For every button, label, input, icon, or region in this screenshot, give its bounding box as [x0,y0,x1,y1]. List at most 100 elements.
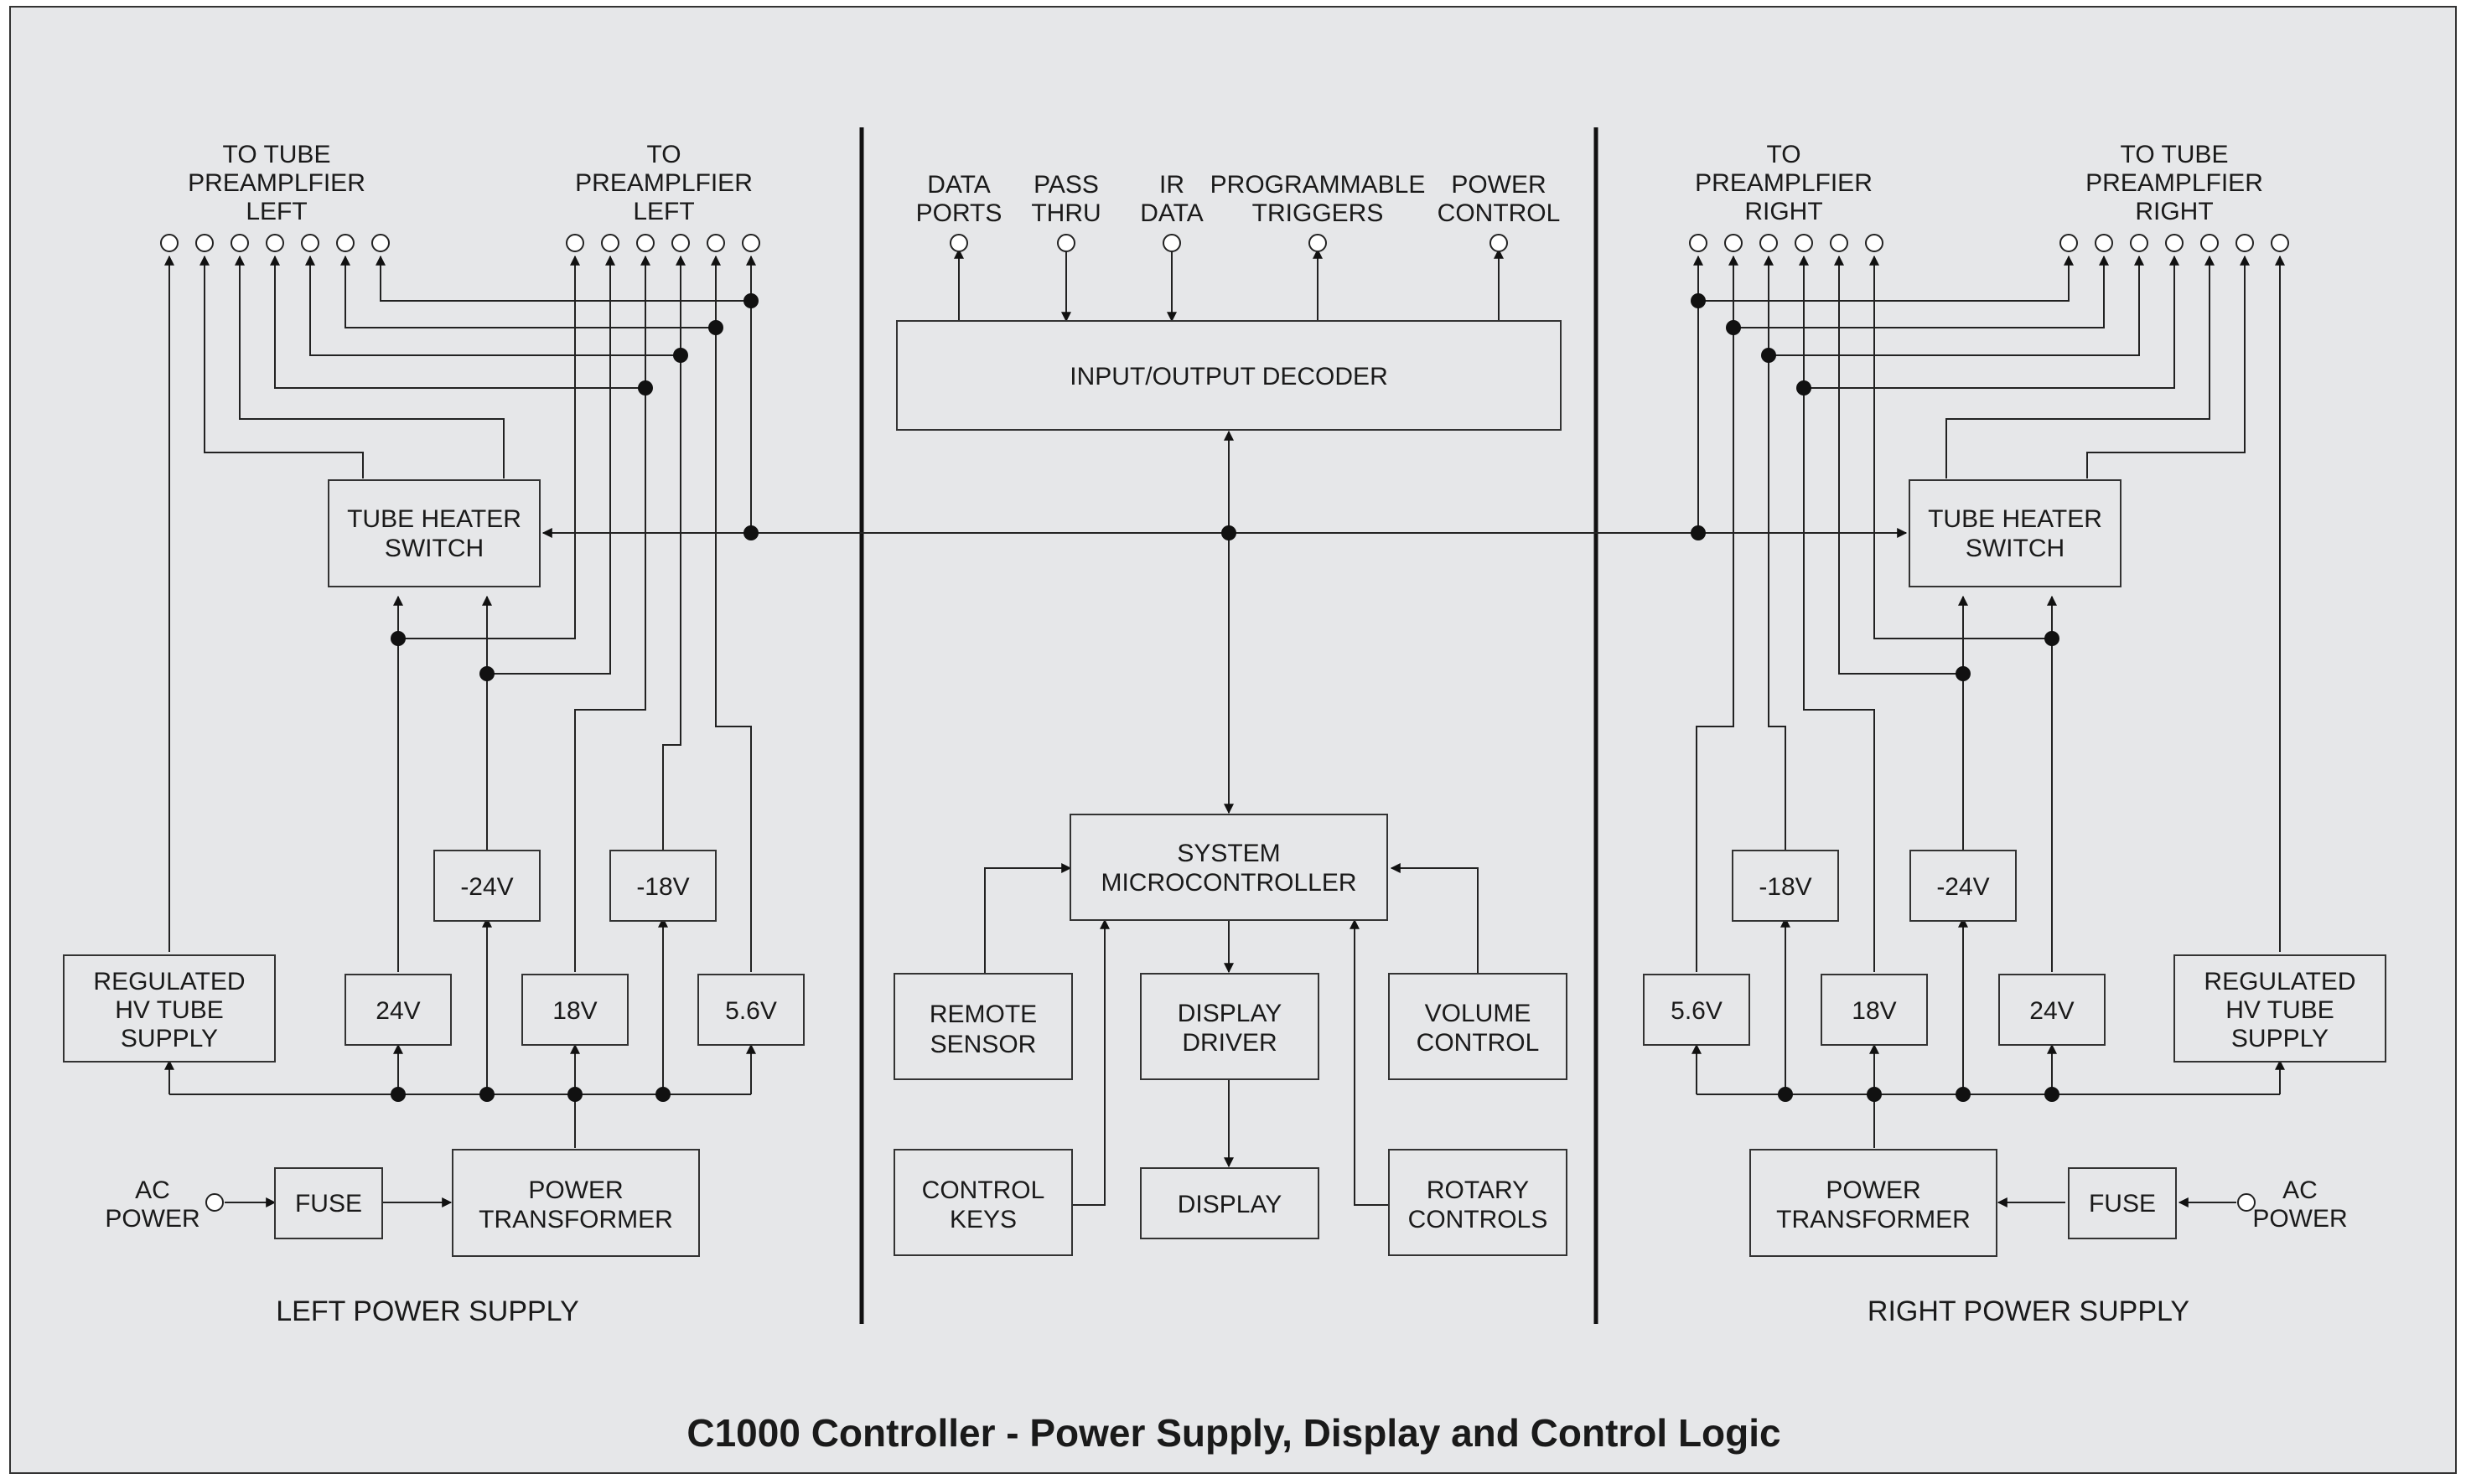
display-driver-label-1: DISPLAY [1178,1000,1282,1027]
left-18v-label: 18V [552,997,597,1025]
left-regulated-hv-block [63,954,276,1063]
left-fuse-block [274,1167,383,1239]
left-power-transformer-label-2: TRANSFORMER [479,1206,673,1233]
display-driver-label-2: DRIVER [1182,1029,1277,1057]
left-fuse-label: FUSE [295,1190,362,1218]
left-tube-heater-switch-block [328,479,541,587]
remote-sensor-block [894,973,1073,1080]
left-tube-preamp-label-2: PREAMPLFIER [188,169,365,197]
system-micro-label-2: MICROCONTROLLER [1101,869,1356,897]
right-regulated-hv-label-3: SUPPLY [2231,1025,2329,1052]
right-fuse-block [2068,1167,2177,1239]
rotary-controls-label-1: ROTARY [1427,1176,1529,1204]
left-regulated-hv-label-2: HV TUBE [115,996,223,1024]
power-control-label-2: CONTROL [1438,199,1561,227]
display-block [1140,1167,1319,1239]
left-preamp-label-3: LEFT [633,198,694,225]
right-regulated-hv-block [2173,954,2386,1063]
right-preamp-label-2: PREAMPLFIER [1695,169,1873,197]
diagram-frame [9,6,2457,1474]
right-preamp-label-3: RIGHT [1744,198,1822,225]
control-keys-block [894,1149,1073,1256]
right-neg18-block [1732,850,1839,922]
system-micro-label-1: SYSTEM [1177,840,1280,867]
right-tube-heater-switch-label-1: TUBE HEATER [1928,505,2102,533]
left-preamp-label-2: PREAMPLFIER [575,169,753,197]
left-18v-block [521,974,629,1046]
left-neg24-label: -24V [460,873,513,901]
right-18v-label: 18V [1852,997,1896,1025]
left-section-label: LEFT POWER SUPPLY [276,1295,579,1327]
right-tube-heater-switch-label-2: SWITCH [1966,535,2064,562]
volume-control-block [1388,973,1567,1080]
programmable-triggers-label-2: TRIGGERS [1252,199,1384,227]
remote-sensor-label-2: SENSOR [930,1031,1037,1058]
remote-sensor-label-1: REMOTE [930,1001,1037,1028]
left-ac-power-label-1: AC [135,1176,170,1204]
left-24v-block [345,974,452,1046]
display-label: DISPLAY [1178,1191,1282,1218]
control-keys-label-2: KEYS [950,1206,1017,1233]
display-driver-block [1140,973,1319,1080]
ir-data-label-1: IR [1159,171,1184,199]
ir-data-label-2: DATA [1140,199,1204,227]
left-regulated-hv-label-3: SUPPLY [121,1025,218,1052]
left-24v-label: 24V [376,997,420,1025]
volume-control-label-2: CONTROL [1417,1029,1540,1057]
right-neg18-label: -18V [1759,873,1811,901]
control-keys-label-1: CONTROL [922,1176,1045,1204]
left-preamp-label-1: TO [646,141,681,168]
right-tube-preamp-label-1: TO TUBE [2121,141,2229,168]
left-tube-preamp-label-1: TO TUBE [223,141,331,168]
right-neg24-block [1909,850,2017,922]
power-control-label-1: POWER [1451,171,1546,199]
right-power-transformer-label-2: TRANSFORMER [1776,1206,1971,1233]
right-fuse-label: FUSE [2089,1190,2156,1218]
left-tube-preamp-label-3: LEFT [246,198,307,225]
io-decoder-block [896,320,1562,431]
rotary-controls-label-2: CONTROLS [1408,1206,1548,1233]
io-decoder-label: INPUT/OUTPUT DECODER [1070,363,1387,390]
junction-dots [391,293,2059,1102]
left-5v6-block [697,974,805,1046]
right-ac-power-label-1: AC [2282,1176,2318,1204]
left-5v6-label: 5.6V [725,997,777,1025]
pass-thru-label-2: THRU [1031,199,1101,227]
right-power-transformer-block [1749,1149,1997,1257]
right-18v-block [1821,974,1928,1046]
programmable-triggers-label-1: PROGRAMMABLE [1210,171,1426,199]
left-tube-heater-switch-label-2: SWITCH [385,535,484,562]
left-regulated-hv-label-1: REGULATED [93,968,245,995]
right-power-transformer-label-1: POWER [1826,1176,1920,1204]
data-ports-label-1: DATA [927,171,991,199]
diagram-title: C1000 Controller - Power Supply, Display… [686,1411,1780,1455]
right-regulated-hv-label-1: REGULATED [2204,968,2355,995]
left-power-transformer-block [452,1149,700,1257]
left-ac-power-label-2: POWER [105,1205,199,1233]
left-neg18-label: -18V [636,873,689,901]
right-tube-preamp-label-2: PREAMPLFIER [2085,169,2263,197]
right-neg24-label: -24V [1936,873,1989,901]
data-ports-label-2: PORTS [916,199,1002,227]
right-section-label: RIGHT POWER SUPPLY [1868,1295,2189,1327]
volume-control-label-1: VOLUME [1425,1000,1531,1027]
right-tube-preamp-label-3: RIGHT [2135,198,2213,225]
right-regulated-hv-label-2: HV TUBE [2225,996,2334,1024]
right-5v6-block [1643,974,1750,1046]
left-power-transformer-label-1: POWER [528,1176,623,1204]
right-5v6-label: 5.6V [1671,997,1723,1025]
right-24v-block [1998,974,2106,1046]
right-ac-power-label-2: POWER [2252,1205,2347,1233]
right-24v-label: 24V [2029,997,2074,1025]
right-preamp-label-1: TO [1766,141,1800,168]
system-micro-block [1070,814,1388,921]
left-neg24-block [433,850,541,922]
terminals [160,234,2289,1212]
pass-thru-label-1: PASS [1034,171,1099,199]
left-tube-heater-switch-label-1: TUBE HEATER [347,505,521,533]
rotary-controls-block [1388,1149,1567,1256]
right-tube-heater-switch-block [1909,479,2121,587]
left-neg18-block [609,850,717,922]
